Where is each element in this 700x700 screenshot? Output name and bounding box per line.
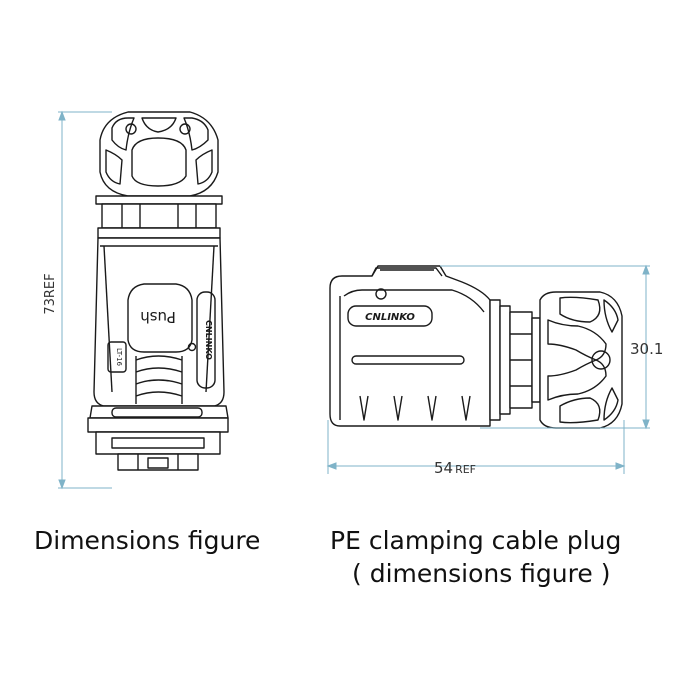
side-height-dimension [440, 264, 650, 430]
side-brand-logo: CNLINKO [365, 312, 415, 323]
front-height-label: 73REF [43, 273, 58, 314]
caption-right-line2: ( dimensions figure ) [352, 559, 611, 588]
side-length-value: 54 [434, 459, 453, 477]
front-height-dimension [58, 110, 112, 490]
side-view-drawing [329, 265, 623, 429]
front-view-drawing [87, 111, 229, 471]
side-length-suffix: REF [455, 463, 476, 476]
caption-right-line1: PE clamping cable plug [330, 526, 622, 555]
push-label: Push [140, 308, 176, 326]
tag-label: LT-16 [115, 348, 123, 367]
side-height-label: 30.1 [630, 340, 663, 358]
front-brand-mark: CNLINKO [204, 320, 213, 360]
side-length-dimension [326, 420, 626, 474]
caption-left: Dimensions figure [34, 526, 261, 555]
